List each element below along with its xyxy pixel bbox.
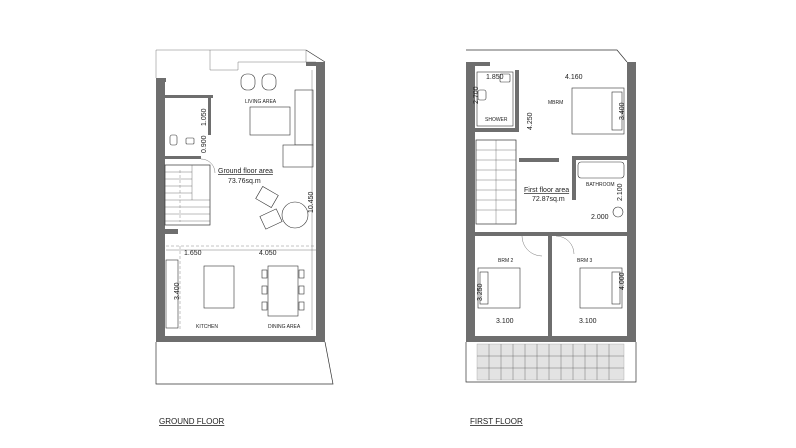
gf-label-dining: DINING AREA — [268, 324, 301, 330]
ff-dim-4160: 4.160 — [565, 74, 583, 81]
gf-wall-wc-top — [165, 95, 213, 98]
ff-dim-1850: 1.850 — [486, 74, 504, 81]
ff-dim-3400: 3.400 — [619, 102, 626, 120]
gf-wall-wc-bottom — [165, 156, 201, 159]
gf-wall-top-left — [156, 78, 166, 82]
gf-kitchen-counter — [165, 259, 179, 329]
ff-dim-3100-left: 3.100 — [496, 318, 514, 325]
ff-shower-wc — [477, 89, 487, 101]
ff-label-brm3: BRM 3 — [577, 258, 593, 264]
ff-site-boundary-bottom — [465, 342, 637, 383]
ff-dim-2700: 2.700 — [473, 86, 480, 104]
ff-brm2-pillow — [479, 271, 489, 305]
gf-dining-chairs — [261, 269, 305, 311]
gf-wall-left-upper — [156, 78, 165, 230]
gf-dim-1650: 1.650 — [184, 250, 202, 257]
gf-round-table — [281, 201, 309, 229]
ff-wall-left — [466, 62, 475, 342]
gf-dim-0900: 0.900 — [201, 135, 208, 153]
ff-wall-bath-side — [572, 156, 576, 200]
ff-brm3-pillow — [611, 271, 621, 305]
ff-wall-bath-top — [575, 156, 627, 160]
gf-dim-1050: 1.050 — [201, 108, 208, 126]
ff-wall-mbrm-bottom — [519, 158, 559, 162]
gf-armchair-2 — [261, 73, 277, 91]
ff-wall-bedroom-top — [475, 232, 627, 236]
gf-wc-basin — [185, 137, 195, 145]
first-floor-plan — [465, 49, 637, 383]
gf-stairs — [164, 164, 211, 226]
gf-site-boundary-bottom — [155, 341, 334, 385]
ff-wall-shower-bottom — [475, 128, 519, 132]
gf-lounge-chair-2 — [259, 208, 283, 230]
ff-shower-basin — [499, 73, 511, 83]
ff-balcony-paving — [476, 343, 625, 381]
ff-wall-bottom — [466, 336, 636, 342]
ff-label-mbrm: MBRM — [548, 100, 563, 106]
ff-bath-basin — [612, 206, 624, 218]
ff-dim-2100: 2.100 — [617, 183, 624, 201]
first-floor-title: FIRST FLOOR — [470, 417, 523, 426]
ff-dim-4000: 4.000 — [619, 272, 626, 290]
gf-lounge-chair-1 — [255, 186, 279, 208]
gf-label-kitchen: KITCHEN — [196, 324, 218, 330]
gf-wc-toilet — [169, 134, 178, 146]
gf-tv-unit — [282, 144, 314, 168]
ff-dim-3250: 3.250 — [477, 283, 484, 301]
gf-dim-3400: 3.400 — [174, 282, 181, 300]
gf-wall-slope-right-top — [305, 49, 326, 63]
ff-label-shower: SHOWER — [485, 117, 508, 123]
gf-kitchen-island — [203, 265, 235, 309]
ff-wall-shower-side — [515, 70, 519, 130]
gf-wall-bottom — [156, 336, 325, 342]
gf-dim-10450: 10.450 — [308, 191, 315, 213]
ff-master-bed-pillows — [611, 91, 623, 131]
gf-wall-top-right — [306, 62, 325, 66]
ff-dim-2000: 2.000 — [591, 214, 609, 221]
ff-wall-bedroom-divider — [548, 236, 552, 336]
gf-wall-wc-side — [208, 95, 211, 135]
ground-floor-title: GROUND FLOOR — [159, 417, 225, 426]
ff-label-bathroom: BATHROOM — [586, 182, 615, 188]
gf-sofa — [294, 89, 314, 146]
ff-wall-right — [627, 62, 636, 342]
ff-dim-4250: 4.250 — [527, 112, 534, 130]
ff-site-boundary-top — [466, 49, 628, 63]
gf-site-boundary-top — [155, 49, 307, 78]
gf-wall-mid-left — [156, 229, 178, 234]
ff-door-swing-brm3 — [555, 235, 575, 255]
gf-wall-left-lower — [156, 232, 165, 342]
ff-bathtub — [577, 161, 625, 179]
ff-dim-3100-right: 3.100 — [579, 318, 597, 325]
ff-area-value: 72.87sq.m — [532, 196, 565, 203]
ff-area-name: First floor area — [524, 187, 569, 194]
gf-armchair-1 — [240, 73, 256, 91]
ff-stairs — [475, 139, 517, 225]
ff-door-swing-brm2 — [521, 235, 543, 257]
gf-wall-right — [316, 62, 325, 342]
gf-label-living: LIVING AREA — [245, 99, 277, 105]
gf-site-front-line — [209, 50, 316, 71]
ff-wall-top-left — [466, 62, 490, 66]
ff-label-brm2: BRM 2 — [498, 258, 514, 264]
ground-floor-plan — [155, 49, 334, 385]
gf-wc-door-swing — [200, 158, 216, 174]
gf-coffee-table — [249, 106, 291, 136]
gf-area-name: Ground floor area — [218, 168, 273, 175]
gf-area-value: 73.76sq.m — [228, 178, 261, 185]
gf-dim-4050: 4.050 — [259, 250, 277, 257]
gf-dining-table — [267, 265, 299, 317]
